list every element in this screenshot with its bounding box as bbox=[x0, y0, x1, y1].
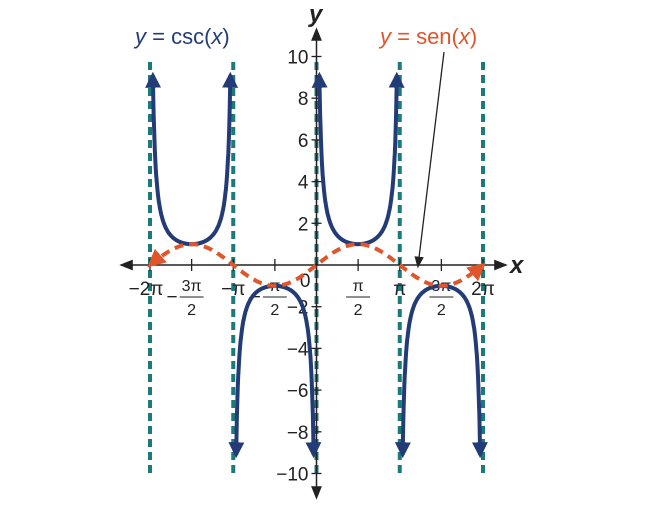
curves bbox=[145, 71, 488, 459]
legend-sin-pointer bbox=[414, 51, 445, 269]
y-tick-label: 10 bbox=[287, 48, 308, 69]
sin-curve bbox=[147, 242, 486, 288]
x-tick-label: −π bbox=[221, 279, 245, 300]
y-tick-label: 6 bbox=[298, 131, 309, 152]
x-tick-sign: − bbox=[250, 287, 261, 308]
y-tick-label: −6 bbox=[287, 381, 309, 402]
legend-csc: y = csc(x) bbox=[133, 24, 230, 49]
x-tick-denominator: 2 bbox=[270, 302, 279, 319]
y-tick-label: 4 bbox=[298, 173, 309, 194]
csc-branch bbox=[145, 71, 239, 247]
legend-sin: y = sen(x) bbox=[378, 24, 477, 49]
x-tick-label: π bbox=[393, 279, 406, 300]
x-tick-numerator: π bbox=[353, 278, 364, 295]
y-tick-label: 8 bbox=[298, 89, 309, 110]
y-tick-label: −10 bbox=[276, 465, 308, 486]
x-tick-label: −2π bbox=[129, 279, 164, 300]
x-tick-denominator: 2 bbox=[187, 302, 196, 319]
x-tick-denominator: 2 bbox=[437, 302, 446, 319]
x-tick-label: π2 bbox=[346, 278, 371, 319]
x-tick-label: −3π 2 bbox=[167, 278, 204, 319]
x-tick-sign: − bbox=[167, 287, 178, 308]
y-tick-label: 2 bbox=[298, 214, 309, 235]
x-tick-denominator: 2 bbox=[354, 302, 363, 319]
y-tick-label: −4 bbox=[287, 339, 309, 360]
x-axis-label: x bbox=[508, 252, 525, 279]
y-axis-label: y bbox=[308, 1, 324, 28]
x-tick-label: 0 bbox=[300, 271, 311, 292]
csc-branch bbox=[311, 71, 405, 247]
x-tick-numerator: 3π bbox=[182, 278, 202, 295]
x-tick-label: 2π bbox=[471, 279, 495, 300]
y-tick-label: −8 bbox=[287, 423, 309, 444]
